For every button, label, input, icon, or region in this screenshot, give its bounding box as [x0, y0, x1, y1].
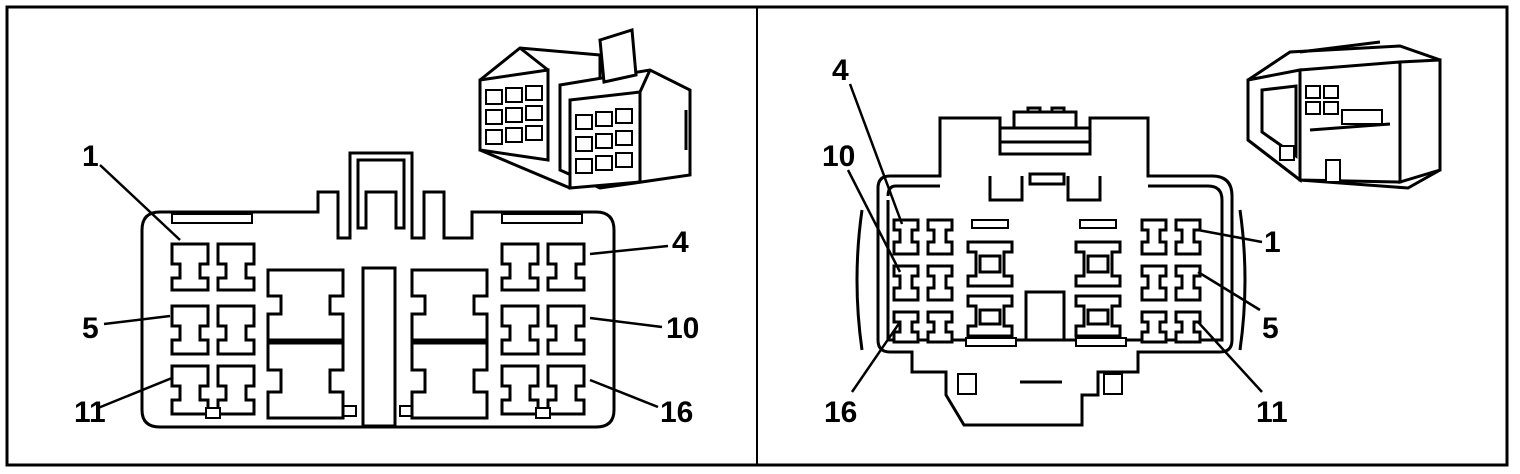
large-terminal-cavities-left: [266, 268, 489, 420]
left-leader-lines: [97, 164, 669, 410]
pin-label-16: 16: [824, 396, 857, 429]
right-leader-lines: [846, 83, 1263, 393]
pin-label-1: 1: [1264, 226, 1281, 259]
left-connector-view: 1 4 5 10 11 16: [74, 28, 699, 429]
pin-label-10: 10: [666, 312, 699, 345]
pin-label-11: 11: [74, 396, 106, 429]
left-connector-housing: [140, 151, 616, 429]
right-connector-isometric-inset: [1246, 40, 1442, 190]
right-connector-housing: [876, 106, 1234, 427]
pin-label-4: 4: [832, 54, 849, 87]
center-keyway: [361, 266, 397, 428]
large-terminal-cavities-right: [966, 219, 1122, 338]
right-connector-view: 4 10 16 1 5 11: [822, 40, 1442, 429]
left-connector-isometric-inset: [478, 28, 692, 190]
pin-label-11: 11: [1256, 396, 1288, 429]
pin-label-5: 5: [82, 312, 99, 345]
small-terminal-cavities-left: [170, 242, 586, 419]
pin-label-5: 5: [1262, 312, 1279, 345]
pin-label-10: 10: [822, 140, 855, 173]
pin-label-16: 16: [660, 396, 693, 429]
pin-label-4: 4: [672, 226, 689, 259]
small-terminal-cavities-right: [892, 218, 1202, 344]
pin-label-1: 1: [82, 140, 99, 173]
